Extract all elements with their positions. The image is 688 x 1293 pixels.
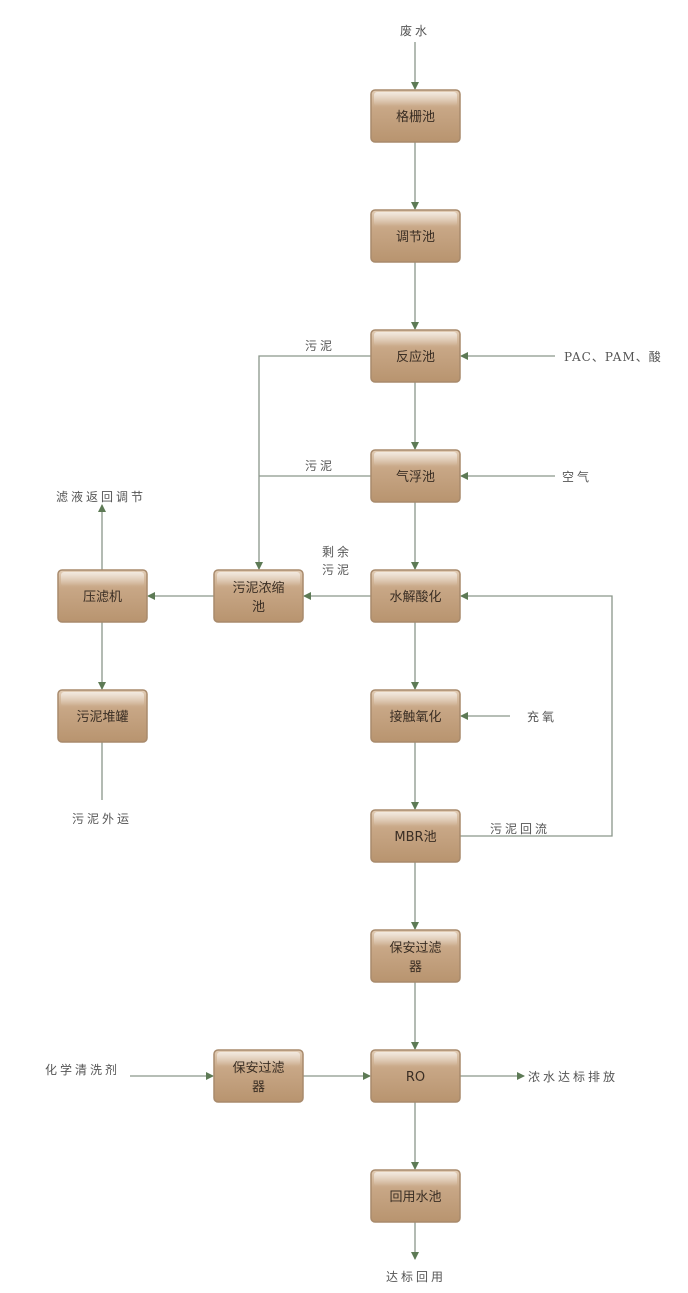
label-excess: 剩余 [322, 544, 352, 559]
node-label: 器 [252, 1080, 265, 1095]
node-label: 污泥浓缩 [232, 580, 284, 596]
node-sludge-storage: 污泥堆罐 [57, 689, 148, 743]
node-label: 调节池 [396, 230, 435, 245]
node-filter-press: 压滤机 [57, 569, 148, 623]
label-concentrate: 浓水达标排放 [528, 1069, 618, 1084]
node-label: 气浮池 [396, 469, 435, 485]
label-sludge-1: 污泥 [305, 339, 335, 353]
node-reaction: 反应池 [370, 329, 461, 383]
node-label: 池 [252, 600, 265, 615]
node-contact-oxidation: 接触氧化 [370, 689, 461, 743]
label-cleaning-agent: 化学清洗剂 [45, 1062, 120, 1077]
node-label: 接触氧化 [389, 709, 441, 725]
node-label: 保安过滤 [389, 941, 441, 956]
label-reuse-out: 达标回用 [386, 1270, 446, 1284]
node-label: MBR池 [394, 830, 436, 845]
node-label: 反应池 [396, 349, 435, 365]
label-filtrate-return: 滤液返回调节 [56, 489, 146, 504]
node-mbr: MBR池 [370, 809, 461, 863]
node-label: 格栅池 [396, 109, 435, 125]
node-label: RO [406, 1070, 425, 1085]
node-screen: 格栅池 [370, 89, 461, 143]
node-label: 压滤机 [83, 590, 122, 605]
node-hydrolysis: 水解酸化 [370, 569, 461, 623]
node-ro: RO [370, 1049, 461, 1103]
node-label: 保安过滤 [232, 1061, 284, 1076]
label-excess-sludge: 污泥 [322, 563, 352, 577]
label-sludge-out: 污泥外运 [72, 812, 132, 826]
node-label: 器 [409, 960, 422, 975]
label-sludge-return: 污泥回流 [490, 822, 550, 836]
label-sludge-2: 污泥 [305, 459, 335, 473]
label-chemicals: PAC、PAM、酸 [564, 349, 662, 364]
node-flotation: 气浮池 [370, 449, 461, 503]
label-wastewater: 废水 [400, 23, 430, 38]
node-reuse-tank: 回用水池 [370, 1169, 461, 1223]
label-air: 空气 [562, 469, 592, 484]
node-label: 污泥堆罐 [76, 710, 128, 725]
connectors [98, 42, 613, 1260]
node-label: 水解酸化 [389, 590, 441, 605]
node-label: 回用水池 [389, 1190, 441, 1205]
label-oxygen: 充氧 [527, 709, 557, 724]
node-regulate: 调节池 [370, 209, 461, 263]
